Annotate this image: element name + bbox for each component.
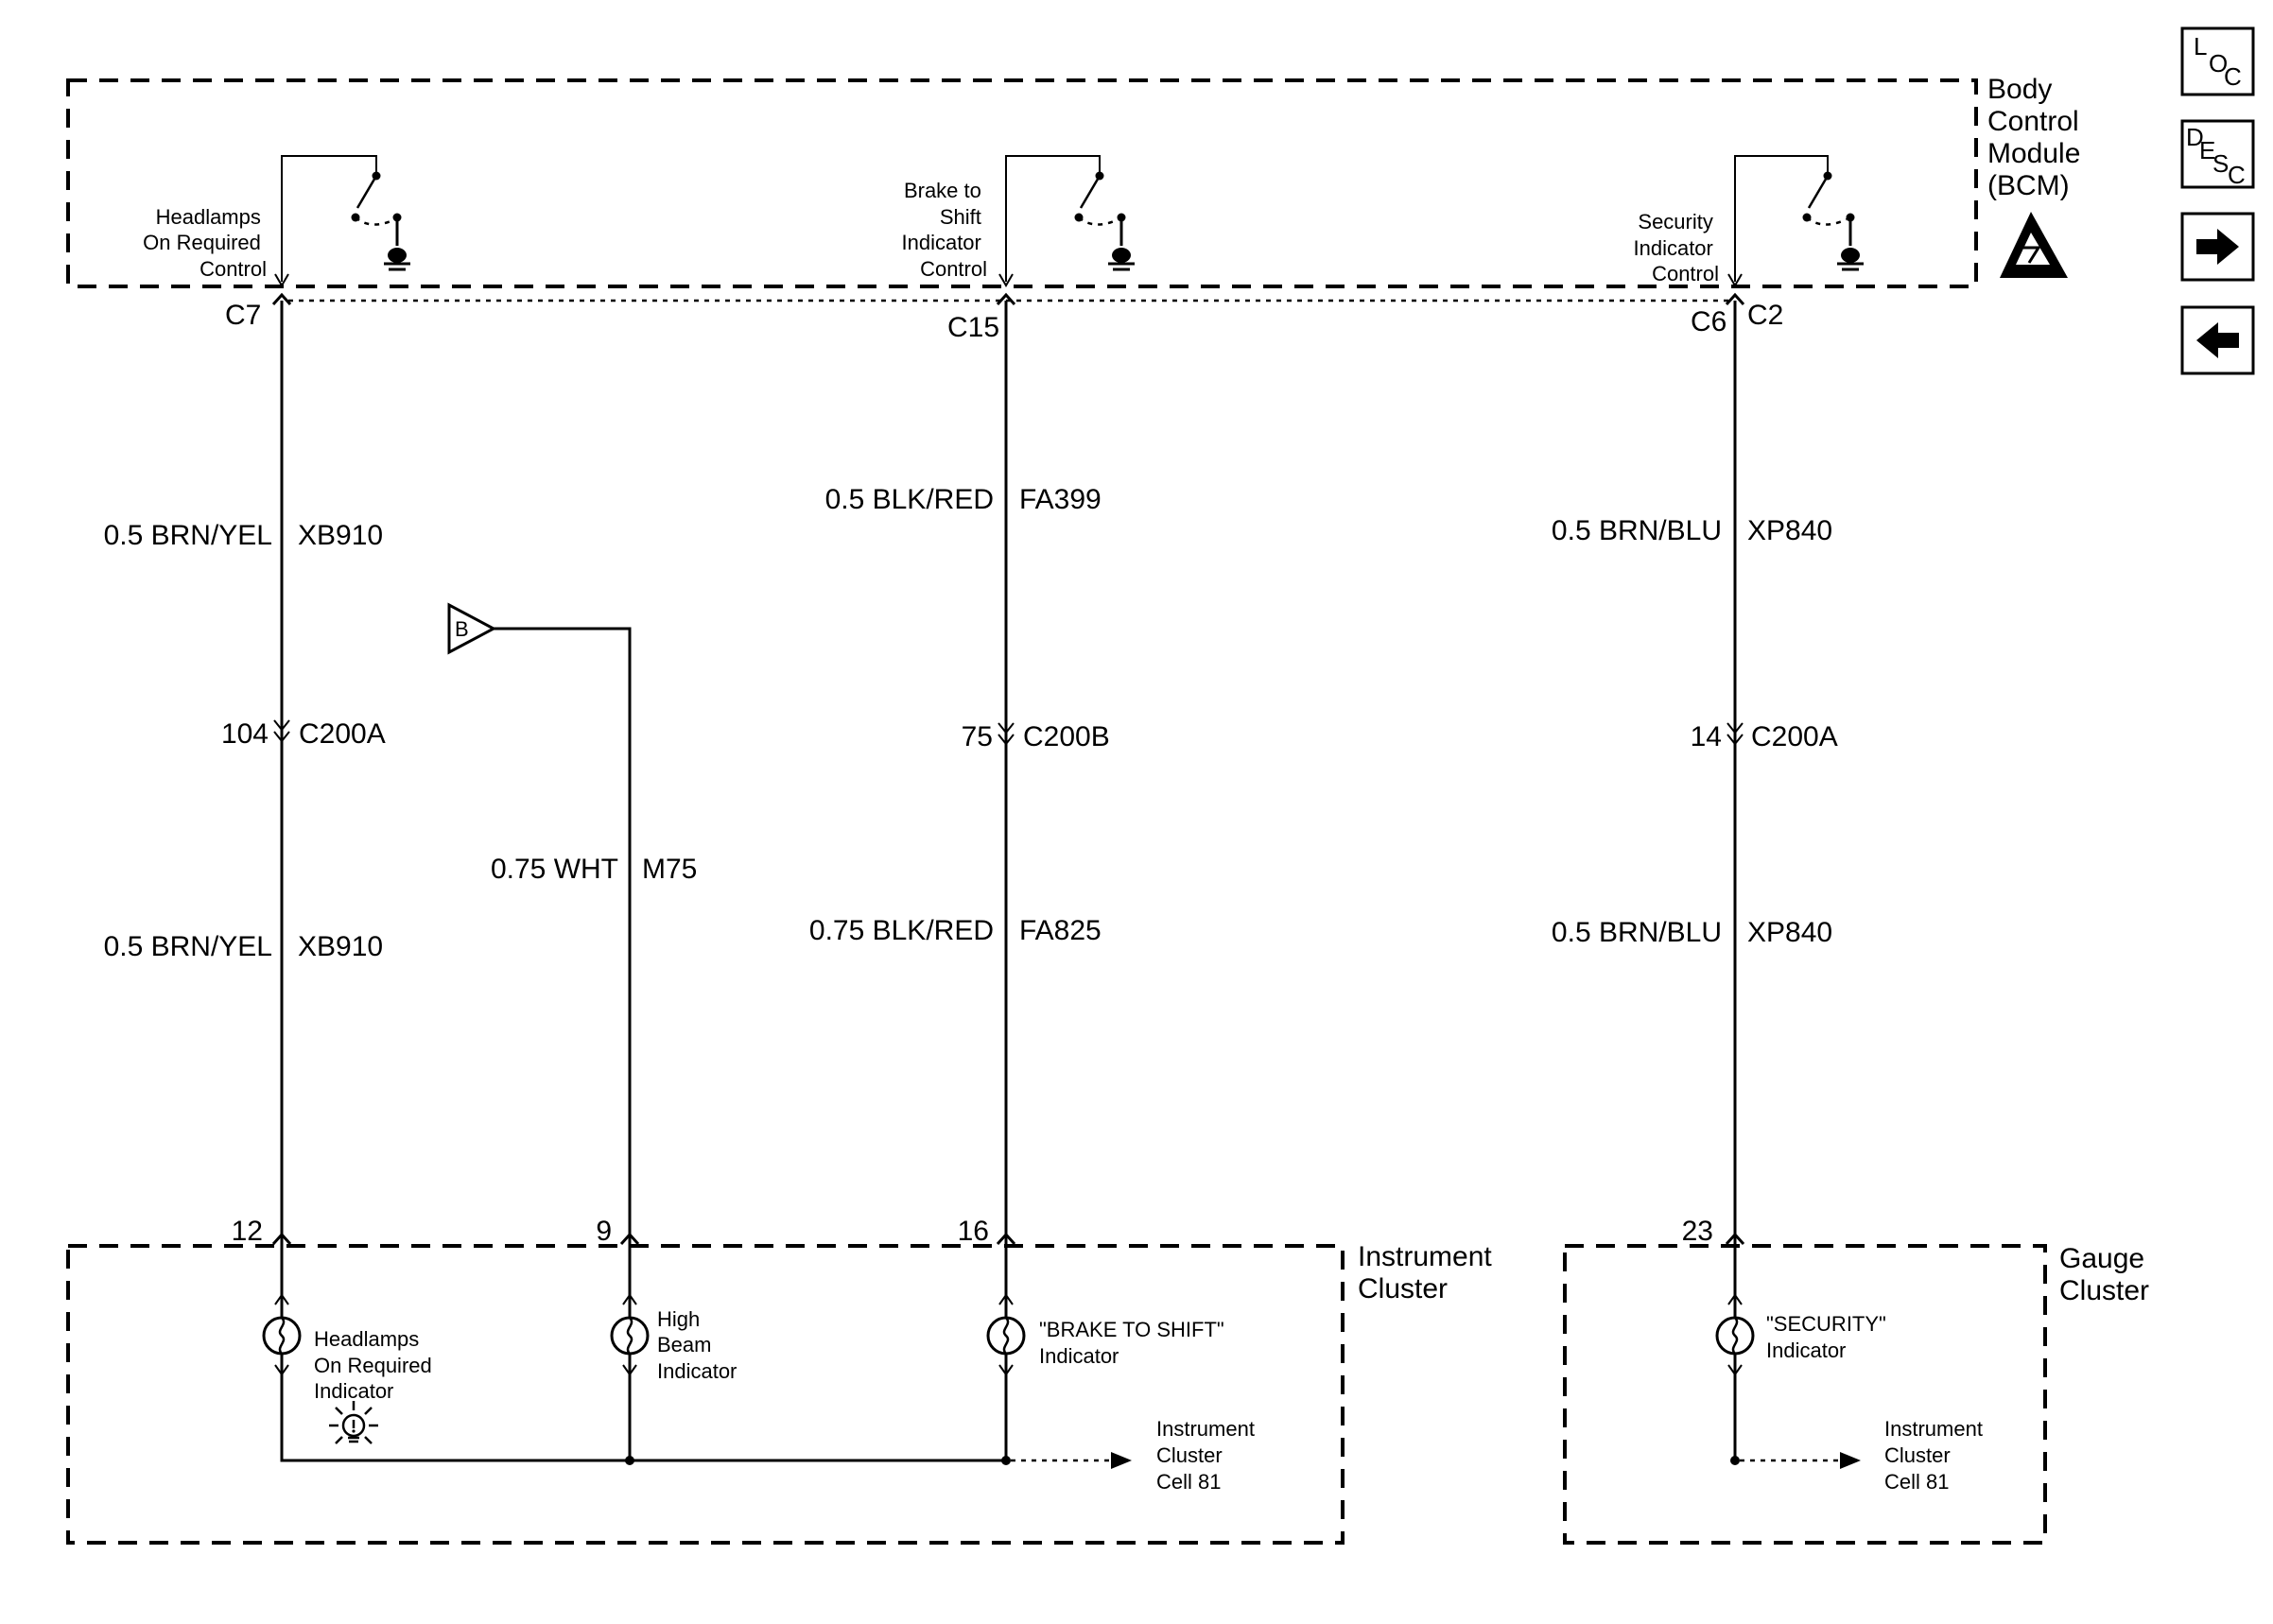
splice-brake [1001,1456,1011,1465]
circuit-label-w1-bot: XB910 [298,931,383,962]
bcm-label: Body Control Module (BCM) [1987,74,2089,201]
svg-text:C: C [2228,161,2246,189]
gauge-cluster-label: Gauge Cluster [2059,1243,2152,1306]
wire-label-w4-top: 0.5 BRN/BLU [1552,515,1722,546]
pin-12: 12 [232,1216,263,1247]
svg-text:O: O [2209,49,2228,78]
next-button[interactable] [2180,212,2255,282]
gauge-cluster-box [1563,1244,2047,1545]
security-indicator-label: "SECURITY" Indicator [1766,1312,1892,1362]
circuit-label-w4-bot: XP840 [1747,917,1832,948]
splice-high-beam [625,1456,634,1465]
high-beam-indicator-label: High Beam Indicator [657,1307,737,1383]
connector-c2: C2 [1747,300,1783,331]
splice-security [1730,1456,1740,1465]
svg-text:L: L [2194,32,2207,60]
svg-text:B: B [455,617,469,641]
circuit-label-w1-top: XB910 [298,520,383,551]
inline-connector-c200a-1 [273,719,290,743]
inline-pin-75: 75 [962,721,993,752]
connector-c7: C7 [225,300,261,331]
security-switch-label: Security Indicator Control [1633,210,1719,285]
inline-connector-c200a-2 [1726,722,1744,746]
arrow-left-icon [2196,322,2239,358]
inline-pin-14: 14 [1691,721,1722,752]
circuit-label-w4-top: XP840 [1747,515,1832,546]
pin-23: 23 [1682,1216,1713,1247]
instrument-cluster-bus [280,1374,1006,1462]
gauge-cluster-cell-ref: Instrument Cluster Cell 81 [1884,1417,1988,1494]
brake-switch-label: Brake to Shift Indicator Control [901,179,987,281]
prev-button[interactable] [2180,305,2255,375]
connector-c6: C6 [1691,306,1726,337]
circuit-label-w3-top: FA399 [1019,484,1102,515]
inline-name-c200a-2: C200A [1751,721,1838,752]
inline-name-c200b: C200B [1023,721,1110,752]
headlamps-switch [274,155,412,287]
inline-pin-104: 104 [221,718,269,750]
pin-16: 16 [958,1216,989,1247]
wire-label-w2: 0.75 WHT [491,854,618,885]
bcm-box [66,78,1978,288]
headlamps-indicator-bulb-icon [262,1316,302,1356]
cell-ref-arrow-icon [1111,1452,1132,1469]
svg-text:E: E [2199,136,2215,164]
brake-switch [998,155,1136,287]
instrument-cluster-cell-ref: Instrument Cluster Cell 81 [1156,1417,1260,1494]
wire-m75 [494,627,632,1460]
wire-label-w3-bot: 0.75 BLK/RED [809,915,994,946]
high-beam-indicator-bulb-icon [610,1316,650,1356]
wire-label-w1-top: 0.5 BRN/YEL [104,520,272,551]
cell-ref-arrow-icon [1840,1452,1861,1469]
esd-sensitive-icon [2000,212,2068,278]
circuit-label-w2: M75 [642,854,697,885]
brake-indicator-bulb-icon [986,1316,1026,1356]
offpage-connector-b: B [447,602,497,655]
circuit-label-w3-bot: FA825 [1019,915,1102,946]
arrow-right-icon [2196,229,2239,265]
headlamps-indicator-label: Headlamps On Required Indicator [314,1327,438,1403]
instrument-cluster-label: Instrument Cluster [1358,1241,1500,1304]
wire-label-w3-top: 0.5 BLK/RED [825,484,994,515]
wire-label-w1-bot: 0.5 BRN/YEL [104,931,272,962]
svg-text:S: S [2212,149,2229,178]
connector-c15: C15 [947,312,999,343]
inline-connector-c200b [998,722,1015,746]
desc-button[interactable]: D E S C [2180,119,2255,189]
security-switch [1727,155,1865,287]
pin-9: 9 [596,1216,612,1247]
loc-button[interactable]: L O C [2180,26,2255,96]
security-indicator-bulb-icon [1715,1316,1755,1356]
svg-text:D: D [2186,123,2204,151]
wire-label-w4-bot: 0.5 BRN/BLU [1552,917,1722,948]
headlamp-symbol-icon [329,1401,378,1444]
inline-name-c200a-1: C200A [299,718,386,750]
instrument-cluster-box [66,1244,1345,1545]
headlamps-switch-label: Headlamps On Required Control [143,205,267,281]
svg-text:C: C [2224,62,2242,91]
brake-indicator-label: "BRAKE TO SHIFT" Indicator [1039,1318,1230,1368]
